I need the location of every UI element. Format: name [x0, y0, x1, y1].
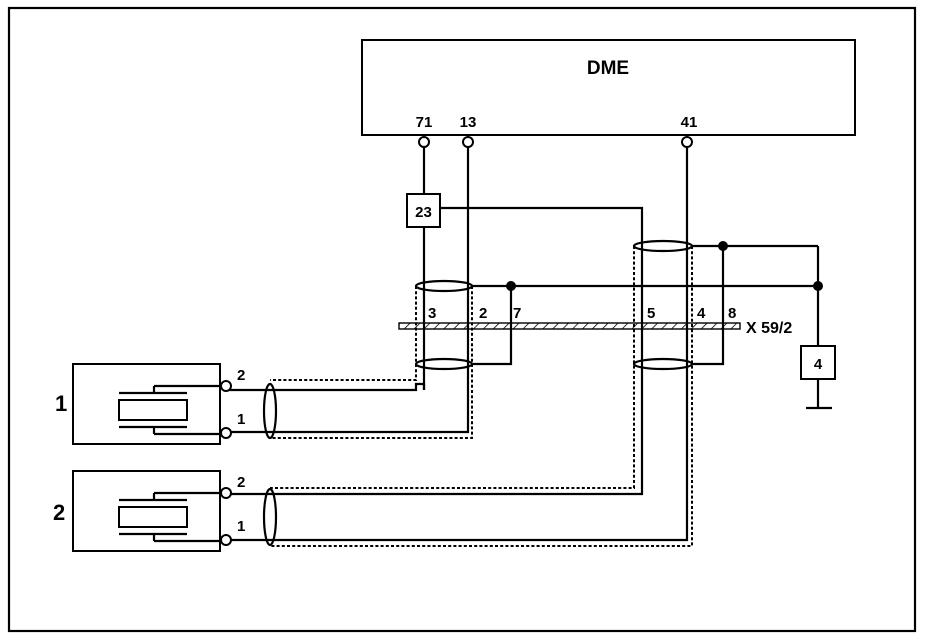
connector-pin-4-label: 4 [697, 305, 706, 322]
shield-sensor2-right [270, 246, 693, 547]
connector-pin-3-label: 3 [428, 305, 436, 322]
dme-control-unit: DME 71 13 41 [361, 39, 856, 136]
ground-component-label: 4 [814, 356, 823, 373]
dme-pin-41-label: 41 [681, 114, 698, 131]
shield-ellipse-1-top [414, 279, 474, 293]
resistor-label: 23 [415, 204, 432, 221]
diagram-frame [7, 6, 917, 633]
sensor-1-pin-2-terminal [220, 380, 232, 392]
resistor-23: 23 [406, 193, 441, 228]
dme-label: DME [587, 58, 629, 79]
resistor-box [406, 193, 441, 228]
wire-sensor1-pin2 [226, 382, 426, 392]
shield-ellipses [262, 239, 694, 547]
connector-label: X 59/2 [746, 320, 792, 337]
sensor-1-element [118, 399, 188, 421]
sensor-2-pin-2-terminal [220, 487, 232, 499]
ground-component-4: 4 [800, 345, 836, 380]
dme-pin-13-label: 13 [460, 114, 477, 131]
sensor-1-pin-1-label: 1 [237, 411, 245, 428]
shield-sensor1-left [270, 286, 417, 381]
wire-sensor2-pin1 [226, 147, 689, 542]
shield-ellipse-sensor2 [262, 487, 278, 547]
sensor-2-pin-2-label: 2 [237, 474, 245, 491]
connector-pin-5-label: 5 [647, 305, 655, 322]
signal-wires [226, 147, 832, 542]
dme-pin-71-terminal [418, 136, 430, 148]
connector-pin-2-label: 2 [479, 305, 487, 322]
dme-box [361, 39, 856, 136]
sensor-2-label: 2 [53, 500, 65, 525]
sensor-2-element [118, 506, 188, 528]
connector-x59-2: X 59/2 3 2 7 5 4 8 [398, 305, 792, 337]
shield-sensor2-left [270, 246, 635, 489]
sensor-2-box [72, 470, 221, 552]
junctions [506, 241, 823, 291]
sensor-1-pin-1-terminal [220, 427, 232, 439]
wire-pin7-shield [472, 286, 513, 366]
connector-pin-7-label: 7 [513, 305, 521, 322]
dme-pin-13-terminal [462, 136, 474, 148]
cable-shields [270, 246, 693, 547]
shield-ellipse-1-bottom [414, 357, 474, 371]
sensor-1-box [72, 363, 221, 445]
connector-pin-8-label: 8 [728, 305, 736, 322]
sensor-1: 2 1 1 [55, 363, 245, 445]
sensor-2-pin-1-terminal [220, 534, 232, 546]
junction-dot [718, 241, 728, 251]
wire-pin8-shield [692, 246, 725, 366]
shield-ellipse-sensor1 [262, 382, 278, 440]
sensor-2-pin-1-label: 1 [237, 518, 245, 535]
shield-ellipse-2-bottom [632, 357, 694, 371]
dme-pin-terminals [418, 136, 693, 148]
sensor-1-pin-2-label: 2 [237, 367, 245, 384]
ground-component-box [800, 345, 836, 380]
junction-dot [506, 281, 516, 291]
dme-pin-71-label: 71 [416, 114, 433, 131]
dme-pin-41-terminal [681, 136, 693, 148]
wire-sensor2-pin2 [226, 206, 644, 496]
shield-sensor1-right [270, 286, 473, 439]
sensor-2: 2 1 2 [53, 470, 245, 552]
wire-sensor1-pin1 [226, 147, 470, 434]
shield-ellipse-2-top [632, 239, 694, 253]
junction-dot [813, 281, 823, 291]
sensor-1-label: 1 [55, 391, 67, 416]
connector-bar [398, 322, 741, 330]
